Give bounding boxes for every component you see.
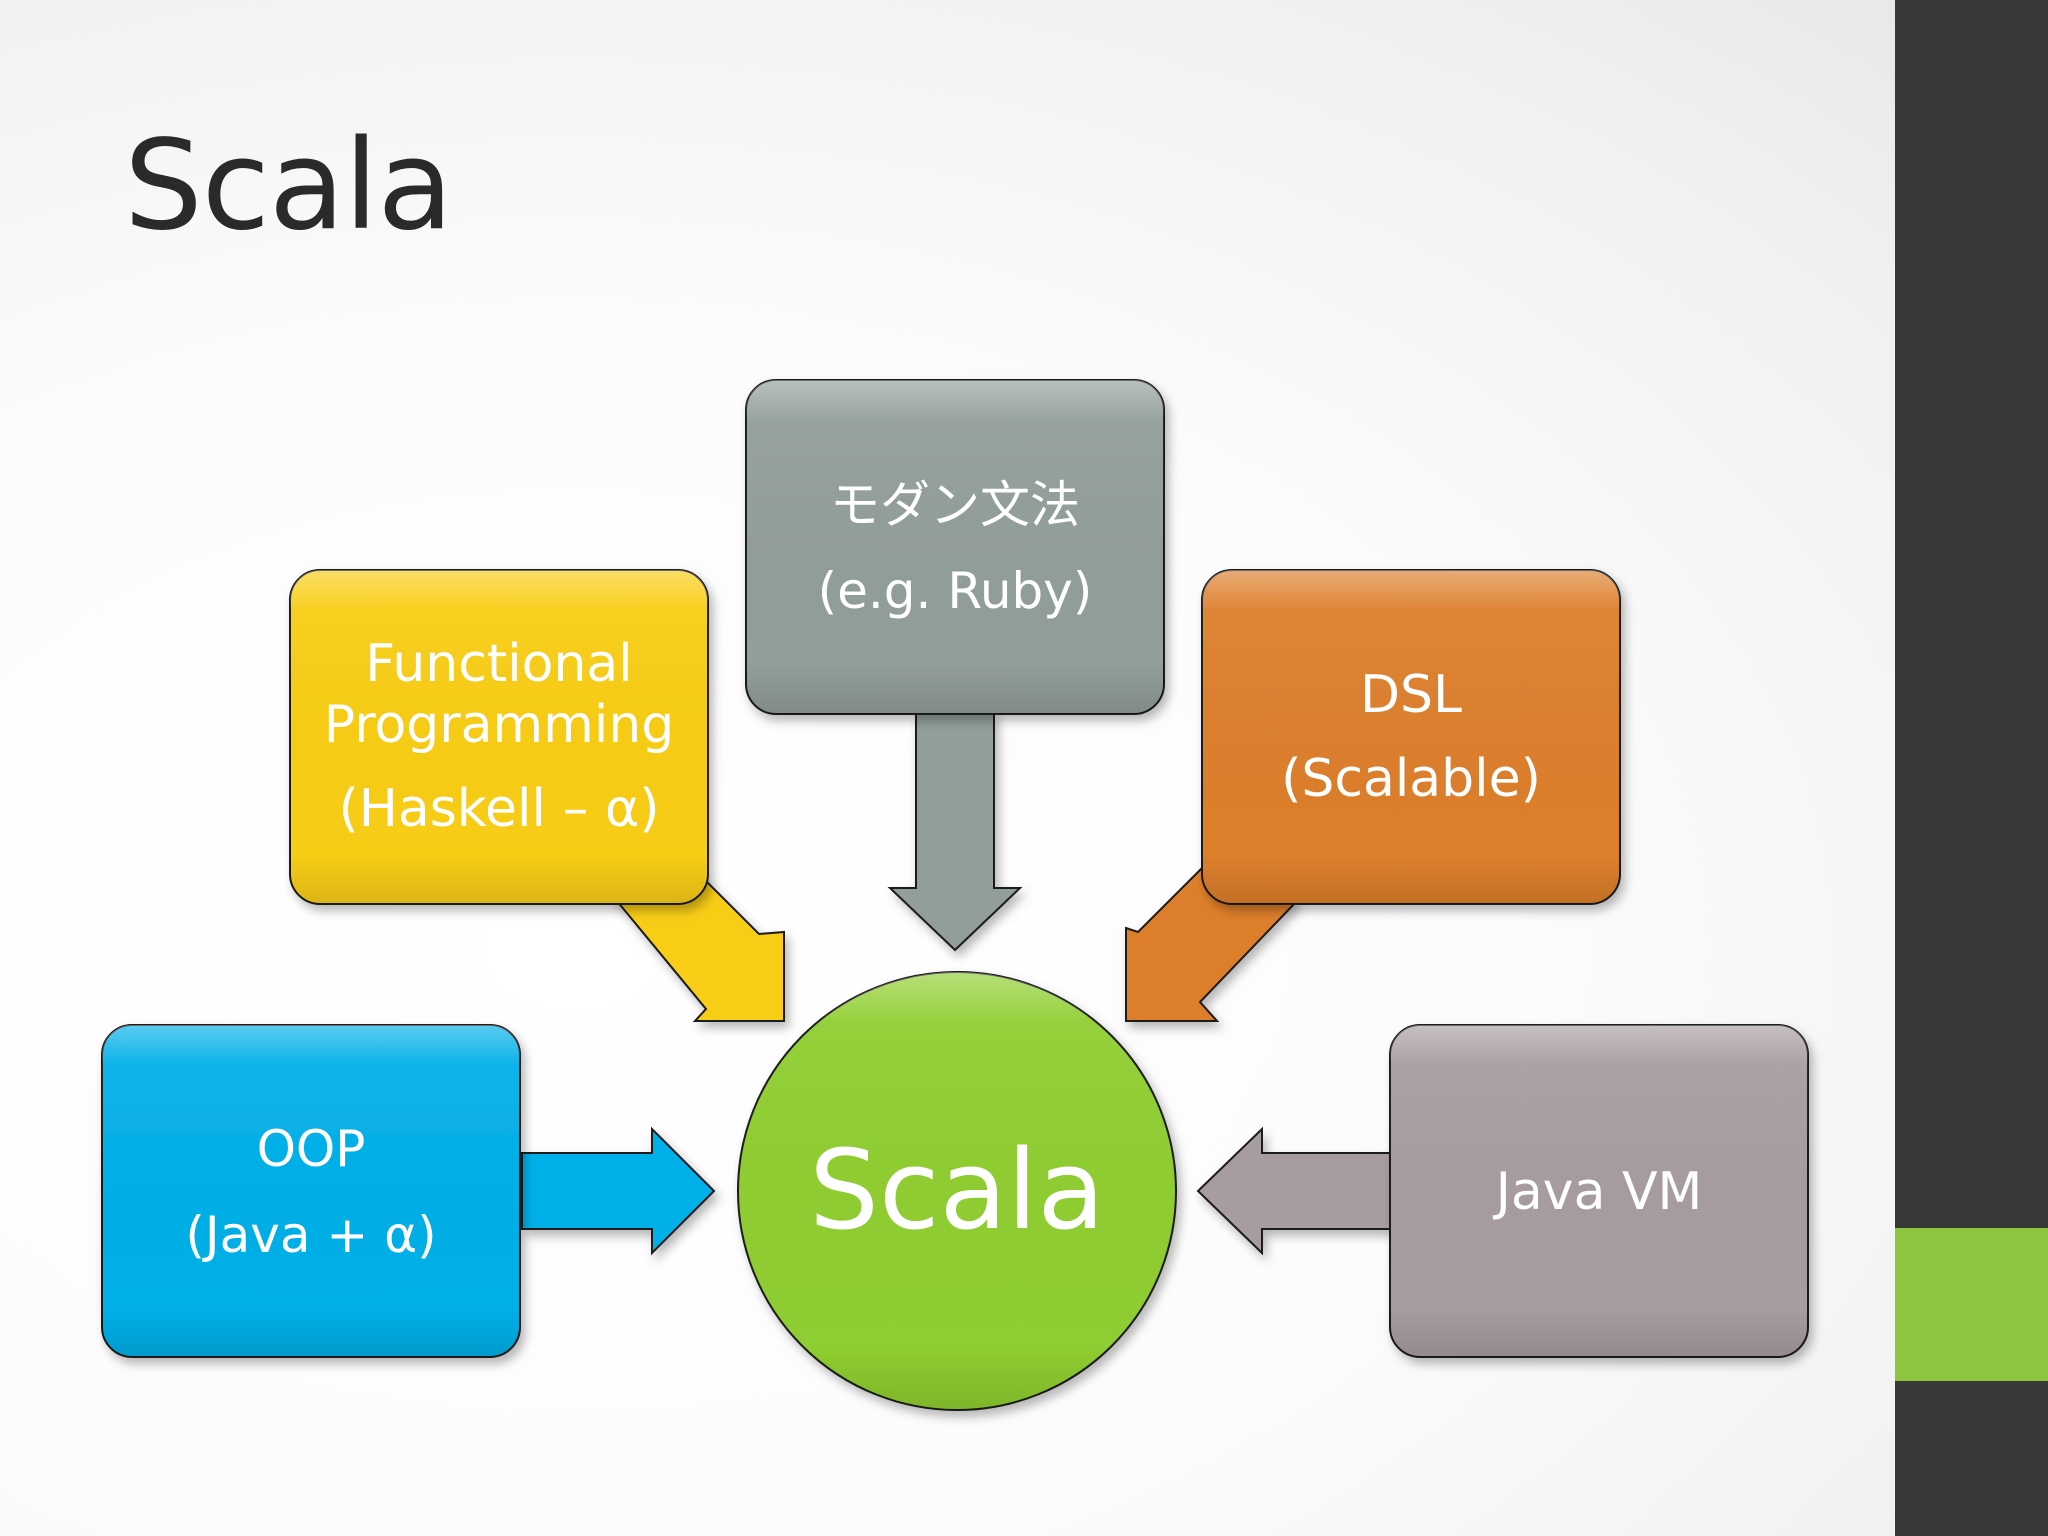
arrow-modern <box>887 711 1023 952</box>
side-accent-block <box>1895 1228 2048 1381</box>
arrow-jvm <box>1196 1126 1393 1256</box>
arrow-oop <box>521 1126 716 1256</box>
node-oop-line-1: OOP <box>257 1120 366 1178</box>
node-oop-line-2: (Java + α) <box>185 1206 436 1264</box>
node-modern-syntax: モダン文法 (e.g. Ruby) <box>745 379 1165 715</box>
node-functional: Functional Programming (Haskell – α) <box>289 569 709 905</box>
node-functional-line-1: Functional <box>365 634 633 694</box>
node-modern-line-2: (e.g. Ruby) <box>818 562 1093 620</box>
node-functional-line-2: Programming <box>324 695 674 755</box>
node-jvm-line-1: Java VM <box>1493 1162 1703 1222</box>
slide-title: Scala <box>124 114 453 258</box>
node-functional-line-3: (Haskell – α) <box>338 779 659 839</box>
center-node-scala: Scala <box>737 971 1177 1411</box>
center-label: Scala <box>809 1126 1105 1254</box>
node-modern-line-1: モダン文法 <box>830 476 1080 534</box>
node-java-vm: Java VM <box>1389 1024 1809 1358</box>
node-dsl: DSL (Scalable) <box>1201 569 1621 905</box>
node-dsl-line-1: DSL <box>1360 665 1462 725</box>
node-oop: OOP (Java + α) <box>101 1024 521 1358</box>
node-dsl-line-2: (Scalable) <box>1281 749 1541 809</box>
